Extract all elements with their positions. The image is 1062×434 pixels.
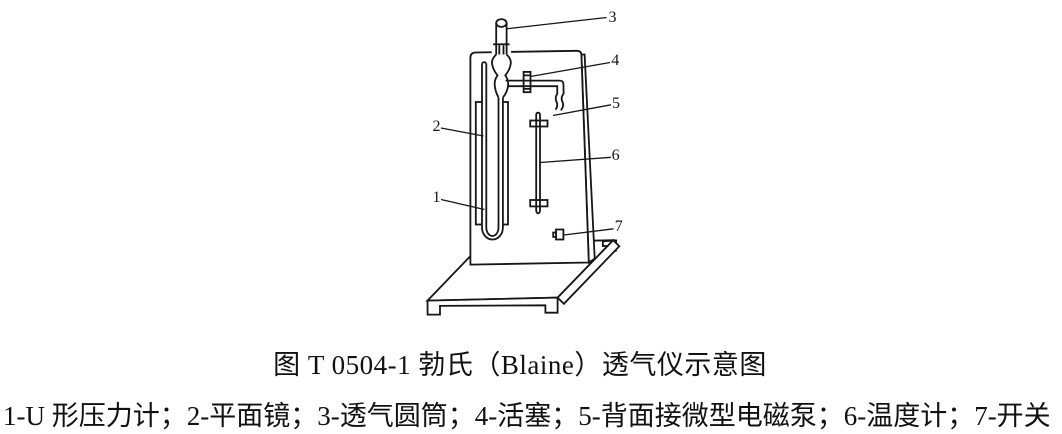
callout-2: 2	[432, 117, 441, 135]
stopcock	[522, 71, 532, 94]
u-tube-manometer	[481, 61, 504, 241]
thermometer	[529, 111, 549, 215]
callout-6: 6	[611, 147, 620, 165]
callout-4: 4	[611, 51, 620, 69]
callout-1: 1	[432, 188, 441, 206]
figure-caption: 图 T 0504-1 勃氏（Blaine）透气仪示意图	[273, 350, 767, 380]
callout-5: 5	[612, 94, 620, 112]
power-switch	[552, 228, 565, 241]
figure-legend: 1-U 形压力计；2-平面镜；3-透气圆筒；4-活塞；5-背面接微型电磁泵；6-…	[3, 401, 1051, 431]
leader-lines	[440, 16, 614, 236]
callout-7: 7	[614, 217, 623, 235]
callout-3: 3	[608, 8, 617, 26]
pump-tube	[505, 79, 565, 111]
